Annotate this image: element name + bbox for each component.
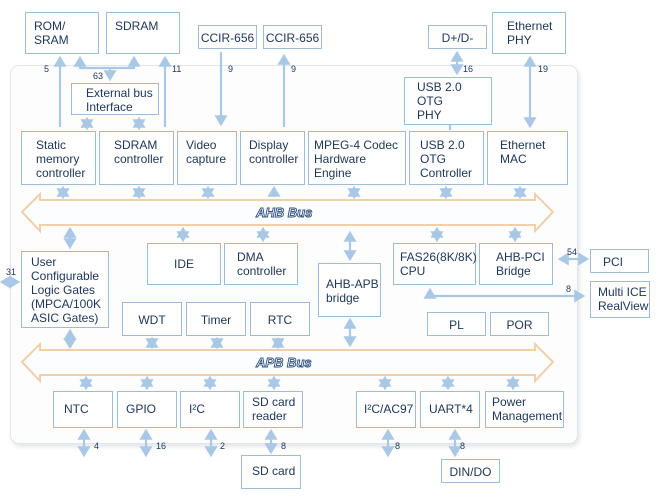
pci-block: PCI	[590, 249, 649, 273]
ahb-apb-bridge: AHB-APB bridge	[318, 263, 381, 317]
ntc-block: NTC	[53, 391, 113, 428]
bus-connector-arrows	[0, 185, 590, 458]
rom-sram-block: ROM/ SRAM	[25, 12, 99, 54]
signal-count: 11	[172, 64, 181, 74]
i2c-block: I²C	[180, 391, 240, 428]
por-block: POR	[490, 312, 549, 336]
display-controller: Display controller	[240, 131, 305, 185]
din-do-block: DIN/DO	[441, 459, 500, 483]
signal-count: 31	[6, 267, 16, 277]
ethernet-phy-block: Ethernet PHY	[492, 12, 566, 54]
sdram-controller: SDRAM controller	[99, 131, 174, 185]
usb-otg-phy: USB 2.0 OTG PHY	[404, 77, 492, 125]
ahb-bus-arrow	[20, 191, 555, 234]
ahb-pci-bridge: AHB-PCI Bridge	[479, 243, 553, 285]
signal-count: 9	[291, 64, 296, 74]
sd-card-block: SD card	[241, 455, 301, 489]
signal-count: 5	[44, 64, 49, 74]
ccir656-out-block: CCIR-656	[263, 25, 322, 49]
signal-count: 16	[463, 64, 473, 74]
external-bus-interface: External bus Interface	[71, 83, 159, 115]
ahb-bus-label: AHB Bus	[255, 205, 312, 220]
i2c-ac97-block: I²C/AC97	[356, 391, 416, 428]
signal-count: 16	[156, 441, 166, 451]
signal-count: 2	[220, 441, 225, 451]
static-memory-controller: Static memory controller	[21, 131, 96, 185]
signal-count: 19	[538, 64, 548, 74]
uart-block: UART*4	[420, 391, 480, 428]
sd-card-reader: SD card reader	[243, 391, 303, 428]
dma-controller: DMA controller	[224, 243, 298, 285]
ext-bus-bracket	[73, 55, 141, 70]
signal-count: 8	[281, 441, 286, 451]
signal-count: 8	[460, 441, 465, 451]
signal-count: 8	[566, 284, 571, 294]
user-configurable-logic: User Configurable Logic Gates (MPCA/100K…	[21, 251, 109, 328]
ide-block: IDE	[147, 243, 221, 285]
usb-dp-dm-block: D+/D-	[428, 25, 487, 49]
ethernet-mac: Ethernet MAC	[487, 131, 568, 185]
pl-block: PL	[427, 312, 486, 336]
apb-bus-arrow	[20, 341, 555, 384]
apb-bus-label: APB Bus	[255, 355, 312, 370]
rtc-block: RTC	[250, 302, 310, 336]
timer-block: Timer	[186, 302, 246, 336]
cpu-block: FAS26(8K/8K) CPU	[393, 243, 477, 285]
wdt-block: WDT	[122, 302, 182, 336]
signal-count: 63	[93, 71, 103, 81]
gpio-block: GPIO	[117, 391, 177, 428]
signal-count: 8	[395, 441, 400, 451]
signal-count: 54	[567, 247, 577, 257]
signal-count: 9	[228, 64, 233, 74]
ice-arrow	[423, 287, 586, 303]
video-capture: Video capture	[177, 131, 237, 185]
ccir656-in-block: CCIR-656	[198, 25, 257, 49]
mpeg4-codec: MPEG-4 Codec Hardware Engine	[308, 131, 406, 185]
power-management: Power Management	[485, 391, 564, 428]
multi-ice-block: Multi ICE RealView	[590, 281, 650, 318]
signal-count: 4	[94, 441, 99, 451]
sdram-block: SDRAM	[106, 12, 180, 54]
usb-otg-controller: USB 2.0 OTG Controller	[409, 131, 484, 185]
